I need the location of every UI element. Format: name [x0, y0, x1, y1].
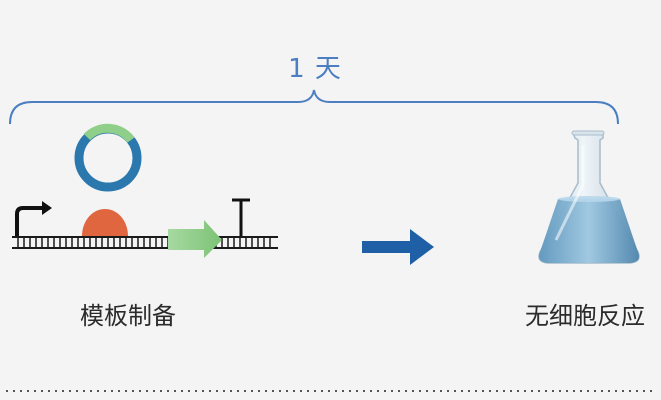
- erlenmeyer-flask-icon: [538, 130, 640, 264]
- duration-bracket: [9, 89, 619, 125]
- dna-strand: [12, 236, 278, 249]
- right-arrow-icon: [362, 229, 434, 265]
- terminator-icon: [232, 198, 250, 236]
- duration-label: 1 天: [288, 54, 342, 84]
- plasmid-icon: [74, 123, 142, 192]
- polymerase-icon: [82, 209, 128, 236]
- step-label-template-prep: 模板制备: [80, 302, 176, 330]
- gene-arrow-icon: [168, 220, 222, 258]
- promoter-arrow-icon: [15, 206, 42, 236]
- step-label-cell-free-reaction: 无细胞反应: [525, 302, 645, 330]
- promoter-arrowhead: [42, 201, 52, 215]
